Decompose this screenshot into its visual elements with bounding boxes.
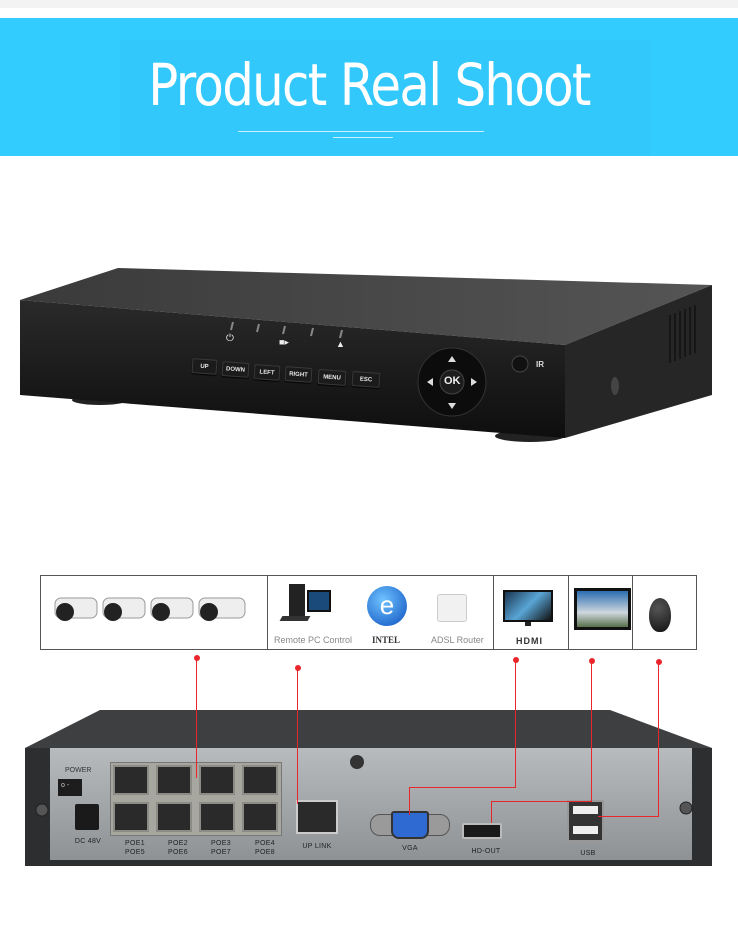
dvr-front-image — [20, 268, 712, 442]
router-icon — [437, 594, 467, 622]
ok-button[interactable]: OK — [444, 375, 461, 387]
usb-label: USB — [580, 850, 596, 857]
poe-port[interactable] — [156, 802, 192, 832]
power-switch[interactable]: o - — [58, 779, 82, 796]
poe-port[interactable] — [199, 765, 235, 795]
record-icon: ■▸ — [279, 337, 289, 347]
banner-fine-print — [238, 131, 484, 132]
power-label: POWER — [65, 767, 92, 774]
ie-icon: e — [367, 586, 407, 626]
uplink-label: UP LINK — [302, 843, 332, 850]
up-button[interactable]: UP — [191, 358, 218, 375]
esc-button[interactable]: ESC — [351, 371, 381, 388]
vga-label: VGA — [402, 845, 418, 852]
left-button[interactable]: LEFT — [253, 364, 281, 381]
power-icon: ⏻ — [226, 333, 234, 344]
banner-title: Product Real Shoot — [148, 51, 591, 119]
poe-port[interactable] — [113, 802, 149, 832]
hdout-label: HD-OUT — [471, 848, 501, 855]
poe-port[interactable] — [242, 802, 278, 832]
adsl-router-label: ADSL Router — [431, 635, 484, 645]
dc-label: DC 48V — [74, 838, 102, 845]
ir-label: IR — [536, 360, 544, 369]
poe-port[interactable] — [156, 765, 192, 795]
banner: Product Real Shoot — [0, 18, 738, 156]
intel-label: INTEL — [372, 635, 401, 645]
remote-pc-label: Remote PC Control — [274, 635, 353, 645]
down-button[interactable]: DOWN — [221, 361, 250, 378]
poe-port[interactable] — [199, 802, 235, 832]
top-strip — [0, 0, 738, 8]
dc-jack — [75, 804, 99, 830]
network-icon: ▲ — [336, 339, 345, 349]
poe-port[interactable] — [113, 765, 149, 795]
tv-icon — [503, 590, 553, 622]
mouse-icon — [649, 598, 671, 632]
camera-icons — [54, 597, 246, 621]
vga-port[interactable] — [391, 811, 429, 839]
right-button[interactable]: RIGHT — [284, 366, 313, 383]
usb-ports[interactable] — [567, 800, 604, 842]
hdmi-label: HDMI — [516, 636, 543, 646]
computer-icon — [279, 584, 336, 624]
monitor-icon — [574, 588, 631, 630]
uplink-port[interactable] — [296, 800, 338, 834]
hdmi-port[interactable] — [462, 823, 502, 839]
menu-button[interactable]: MENU — [317, 369, 347, 386]
poe-port[interactable] — [242, 765, 278, 795]
accessories-strip: Remote PC Control e INTEL ADSL Router HD… — [40, 575, 697, 650]
